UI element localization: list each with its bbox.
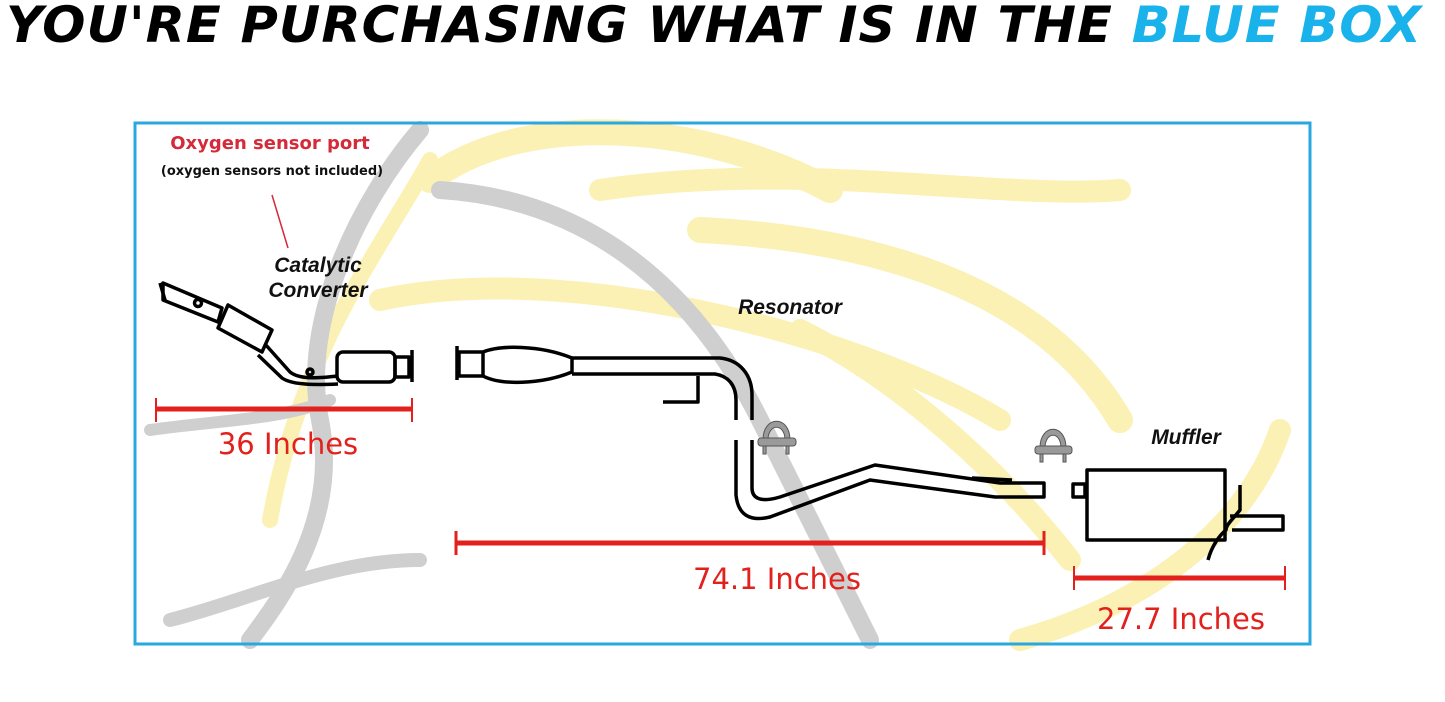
- resonator-drawing: [455, 345, 1046, 521]
- dimension-27-7: 27.7 Inches: [1073, 566, 1286, 636]
- oxygen-sensor-note: (oxygen sensors not included): [161, 164, 383, 179]
- muffler-drawing: [1071, 468, 1285, 561]
- oxygen-sensor-label: Oxygen sensor port: [170, 133, 370, 154]
- resonator-label: Resonator: [738, 296, 844, 319]
- headline-main: YOU'RE PURCHASING WHAT IS IN THE: [6, 0, 1113, 54]
- headline: YOU'RE PURCHASING WHAT IS IN THE BLUE BO…: [6, 0, 1422, 54]
- dimension-label: 74.1 Inches: [693, 562, 861, 596]
- blue-box: [133, 121, 1312, 646]
- catalytic-converter-drawing: [158, 281, 414, 387]
- muffler-label: Muffler: [1151, 426, 1222, 449]
- watermark-logo: [144, 119, 1291, 651]
- catalytic-label-line2: Converter: [268, 279, 369, 302]
- catalytic-label-line1: Catalytic: [274, 254, 362, 277]
- u-clamp-icon: [1034, 428, 1073, 463]
- dimension-label: 36 Inches: [218, 427, 358, 461]
- dimension-74-1: 74.1 Inches: [454, 531, 1046, 596]
- headline-highlight: BLUE BOX: [1131, 0, 1423, 54]
- sensor-pointer-line: [271, 194, 289, 249]
- dimension-label: 27.7 Inches: [1097, 602, 1265, 636]
- u-clamp-icon: [757, 420, 797, 455]
- dimension-36: 36 Inches: [155, 398, 413, 461]
